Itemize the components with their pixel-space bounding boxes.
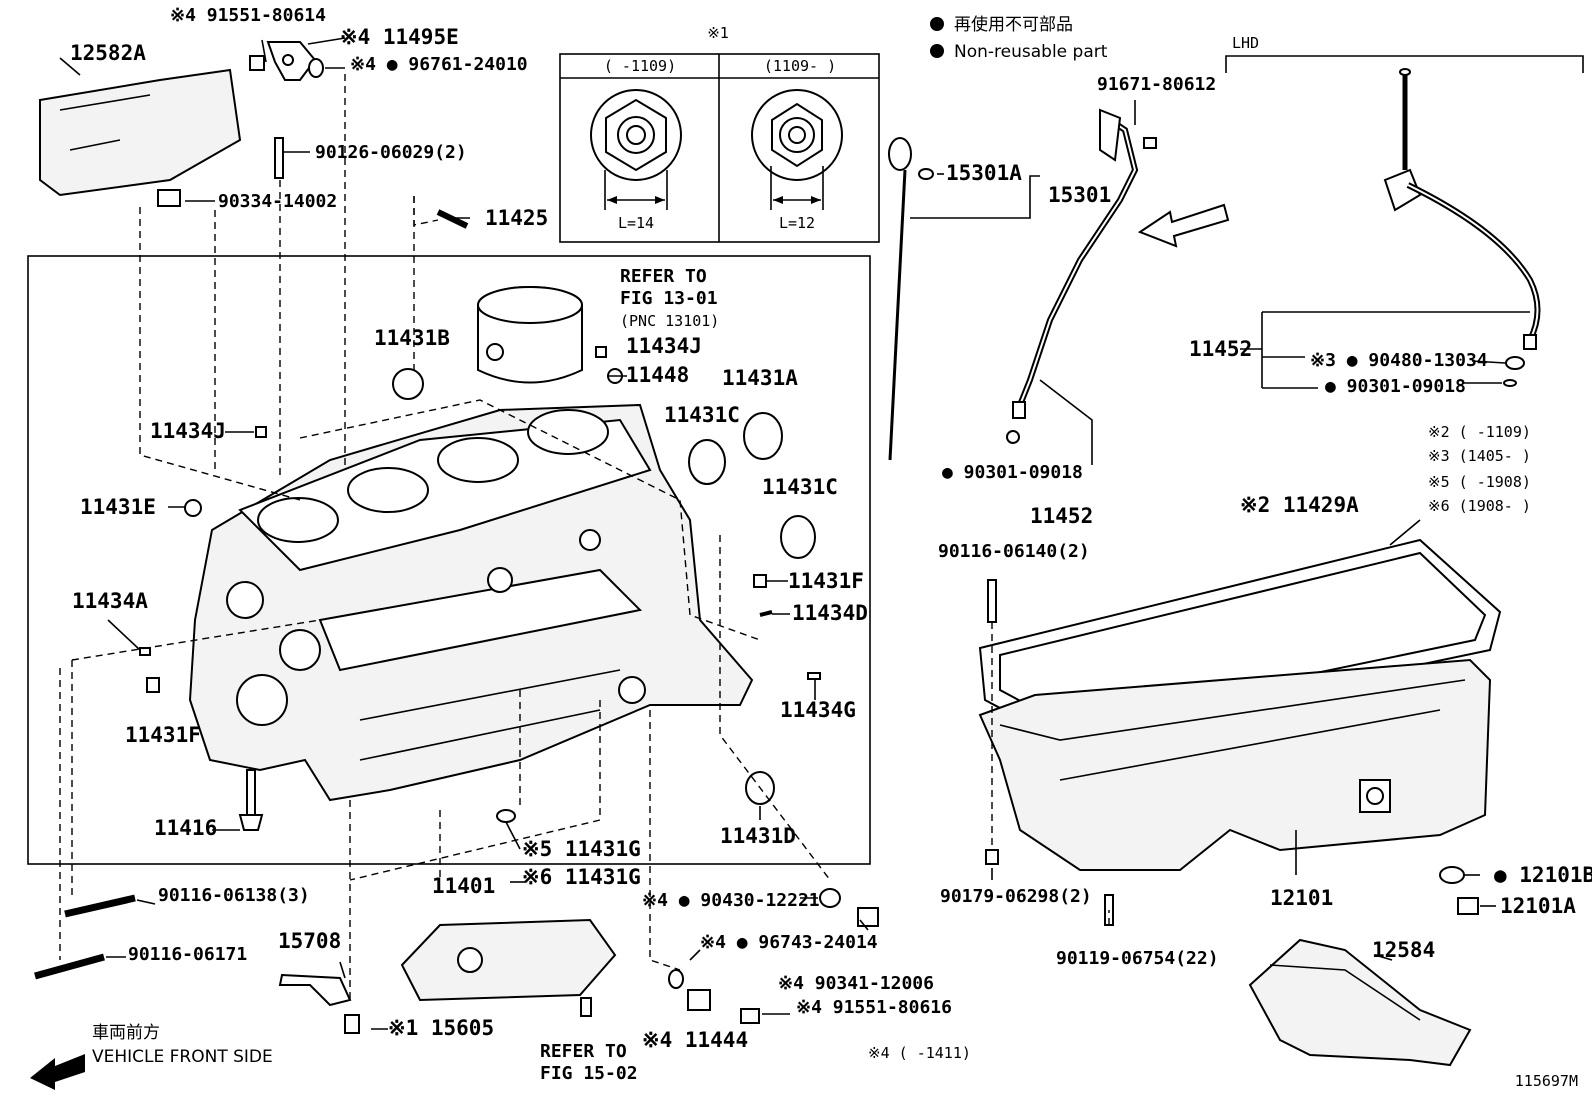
dashed-guides bbox=[59, 74, 831, 1000]
inset-mark: ※1 bbox=[707, 24, 729, 42]
legend-en: Non-reusable part bbox=[954, 42, 1108, 62]
label-11431D: 11431D bbox=[720, 824, 796, 848]
label-90119-06754: 90119-06754(22) bbox=[1056, 948, 1219, 969]
note-6: ※6 (1908- ) bbox=[1428, 497, 1531, 515]
part-12582A-shape bbox=[39, 68, 242, 197]
label-96761-24010: ※4 ● 96761-24010 bbox=[350, 54, 528, 75]
label-11431E: 11431E bbox=[80, 495, 156, 519]
drain-plug-inset: ※1 ( -1109) (1109- ) L=14 L=12 bbox=[559, 24, 880, 243]
leader-lines bbox=[59, 37, 816, 850]
label-11425: 11425 bbox=[485, 206, 548, 230]
label-12101B: ● 12101B bbox=[1494, 863, 1592, 887]
oil-pan-illustration bbox=[978, 519, 1502, 926]
label-90301-09018-lhd: ● 90301-09018 bbox=[1325, 376, 1466, 397]
label-90116-06171: 90116-06171 bbox=[128, 944, 247, 965]
cylinder-block-frame bbox=[27, 255, 871, 865]
top-fasteners bbox=[157, 41, 469, 229]
legend-jp: 再使用不可部品 bbox=[954, 14, 1073, 35]
label-11444: ※4 11444 bbox=[642, 1028, 748, 1052]
refer1-line2: FIG 13-01 bbox=[620, 288, 718, 309]
label-96743-24014: ※4 ● 96743-24014 bbox=[700, 932, 878, 953]
label-15301: 15301 bbox=[1048, 183, 1111, 207]
front-side-jp: 車両前方 bbox=[92, 1023, 160, 1043]
vehicle-front-arrow bbox=[30, 1054, 85, 1090]
label-11452-lhd: 11452 bbox=[1189, 337, 1252, 361]
label-90301-09018: ● 90301-09018 bbox=[942, 462, 1083, 483]
label-11431F-left: 11431F bbox=[125, 723, 201, 747]
direction-arrow-icon bbox=[1137, 203, 1230, 248]
label-11448: 11448 bbox=[626, 363, 689, 387]
front-arrow-icon bbox=[30, 1054, 85, 1090]
label-11401: 11401 bbox=[432, 874, 495, 898]
piston-illustration bbox=[477, 286, 583, 384]
front-side-en: VEHICLE FRONT SIDE bbox=[92, 1047, 273, 1067]
label-15605: ※1 15605 bbox=[388, 1016, 494, 1040]
inset-left-range: ( -1109) bbox=[604, 57, 676, 75]
figure-id: 115697M bbox=[1515, 1072, 1578, 1090]
label-11434G: 11434G bbox=[780, 698, 856, 722]
dimension-left: L=14 bbox=[618, 214, 654, 232]
refer1-line1: REFER TO bbox=[620, 266, 707, 287]
label-11434J-left: 11434J bbox=[150, 419, 226, 443]
label-90179-06298: 90179-06298(2) bbox=[940, 886, 1092, 907]
note-2: ※2 ( -1109) bbox=[1428, 423, 1531, 441]
label-11431B: 11431B bbox=[374, 326, 450, 350]
dimension-right: L=12 bbox=[779, 214, 815, 232]
label-11431C-right: 11431C bbox=[762, 475, 838, 499]
label-11431A: 11431A bbox=[722, 366, 798, 390]
lhd-gauge-guide bbox=[1240, 68, 1541, 389]
label-11429A: ※2 11429A bbox=[1240, 493, 1359, 517]
lhd-bracket: LHD bbox=[1225, 34, 1584, 73]
legend: 再使用不可部品 Non-reusable part bbox=[930, 14, 1108, 62]
label-11416: 11416 bbox=[154, 816, 217, 840]
label-12101A: 12101A bbox=[1500, 894, 1576, 918]
label-11431C-left: 11431C bbox=[664, 403, 740, 427]
cylinder-block-illustration bbox=[188, 403, 754, 802]
label-12584: 12584 bbox=[1372, 938, 1435, 962]
label-90334-14002: 90334-14002 bbox=[218, 191, 337, 212]
label-11452: 11452 bbox=[1030, 504, 1093, 528]
label-15301A: 15301A bbox=[946, 161, 1022, 185]
label-11431G-5: ※5 11431G bbox=[522, 837, 641, 861]
label-11434J-top: 11434J bbox=[626, 334, 702, 358]
label-11434A: 11434A bbox=[72, 589, 148, 613]
refer1-line3: (PNC 13101) bbox=[620, 312, 719, 330]
oil-level-gauge bbox=[888, 100, 1230, 465]
label-90480-13034: ※3 ● 90480-13034 bbox=[1310, 350, 1488, 371]
label-90430-12221: ※4 ● 90430-12221 bbox=[642, 890, 820, 911]
label-90116-06138: 90116-06138(3) bbox=[158, 885, 310, 906]
label-90116-06140: 90116-06140(2) bbox=[938, 541, 1090, 562]
studs bbox=[34, 894, 156, 980]
label-12582A: 12582A bbox=[70, 41, 146, 65]
label-15708: 15708 bbox=[278, 929, 341, 953]
refer2-line2: FIG 15-02 bbox=[540, 1063, 638, 1084]
lower-components bbox=[278, 881, 879, 1034]
note-3: ※3 (1405- ) bbox=[1428, 447, 1531, 465]
label-90341-12006: ※4 90341-12006 bbox=[778, 973, 934, 994]
label-91551-80616: ※4 91551-80616 bbox=[796, 997, 952, 1018]
label-11431F-right: 11431F bbox=[788, 569, 864, 593]
label-91551-80614: ※4 91551-80614 bbox=[170, 5, 326, 26]
inset-right-range: (1109- ) bbox=[764, 57, 836, 75]
block-small-parts bbox=[139, 346, 821, 831]
refer2-line1: REFER TO bbox=[540, 1041, 627, 1062]
non-reusable-dot-icon bbox=[930, 17, 944, 31]
label-11434D: 11434D bbox=[792, 601, 868, 625]
lhd-label: LHD bbox=[1232, 34, 1259, 52]
part-12584-illustration bbox=[1248, 938, 1472, 1067]
label-91671-80612: 91671-80612 bbox=[1097, 74, 1216, 95]
label-12101: 12101 bbox=[1270, 886, 1333, 910]
non-reusable-dot-icon bbox=[930, 44, 944, 58]
label-90126-06029: 90126-06029(2) bbox=[315, 142, 467, 163]
note4: ※4 ( -1411) bbox=[868, 1044, 971, 1062]
label-11431G-6: ※6 11431G bbox=[522, 865, 641, 889]
note-5: ※5 ( -1908) bbox=[1428, 473, 1531, 491]
label-11495E: ※4 11495E bbox=[340, 25, 459, 49]
